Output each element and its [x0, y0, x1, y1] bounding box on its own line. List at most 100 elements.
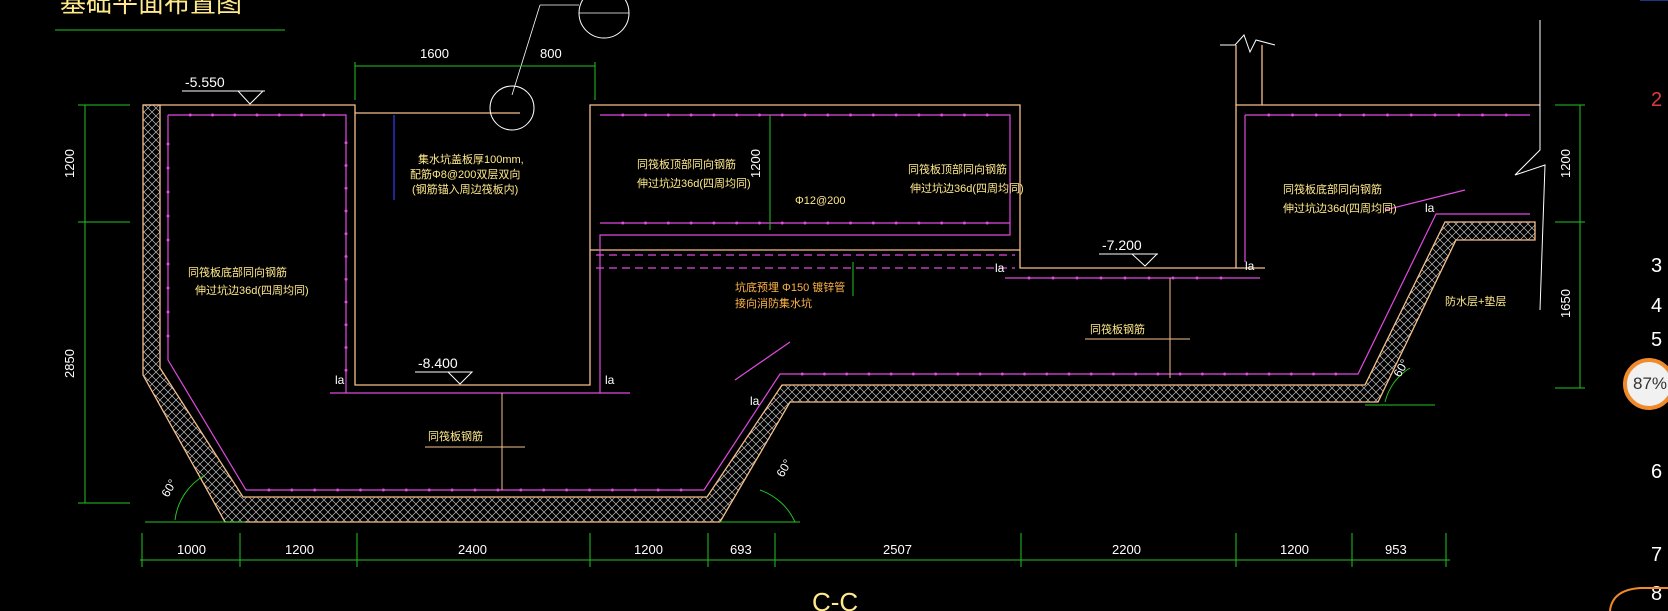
- sidebar-number-3[interactable]: 3: [1651, 255, 1662, 277]
- angle-label-mid: 60°: [773, 457, 794, 480]
- rebar-dot: [188, 113, 192, 117]
- note-rebar-tl-b: 伸过坑边36d(四周均同): [637, 176, 751, 190]
- rebar-dot: [917, 221, 921, 225]
- note-phi12: Φ12@200: [795, 195, 846, 207]
- rebar-dot: [712, 221, 716, 225]
- rebar-dot: [1134, 372, 1138, 376]
- rebar-dot: [1156, 372, 1160, 376]
- rebar-dot: [1045, 372, 1049, 376]
- rebar-dot: [290, 488, 294, 492]
- zoom-indicator[interactable]: 87%: [1623, 358, 1668, 410]
- rebar-dot: [1075, 276, 1079, 280]
- rebar-dot: [542, 488, 546, 492]
- rebar-dot: [1409, 113, 1413, 117]
- rebar-dot: [666, 221, 670, 225]
- rebar-dot: [1289, 372, 1293, 376]
- structure-outline-top: [143, 104, 1540, 386]
- note-pit-c: (钢筋锚入周边筏板内): [412, 182, 518, 196]
- svg-text:-5.550: -5.550: [185, 74, 225, 90]
- note-rebar-left-b: 伸过坑边36d(四周均同): [195, 283, 309, 297]
- rebar-dot: [735, 113, 739, 117]
- break-line-top: [1220, 34, 1276, 54]
- lap-label-6: la: [1425, 201, 1435, 215]
- angle-label-left: 60°: [158, 477, 179, 500]
- rebar-dot: [300, 113, 303, 117]
- zoom-value: 87%: [1633, 374, 1668, 393]
- drain-circle: [489, 85, 535, 131]
- rebar-dot: [166, 142, 170, 146]
- rebar-dot: [656, 488, 660, 492]
- note-rebar-right-a: 同筏板底部同向钢筋: [1283, 182, 1382, 196]
- rebar-dot: [344, 209, 348, 213]
- rebar-dot: [1245, 372, 1249, 376]
- rebar-dot: [849, 113, 853, 117]
- rebar-dot: [1291, 113, 1294, 117]
- rebar-dot: [803, 113, 807, 117]
- rebar-dot: [780, 113, 784, 117]
- rebar-dot: [1312, 372, 1316, 376]
- sidebar-number-4[interactable]: 4: [1651, 295, 1662, 317]
- rebar-dot: [1195, 276, 1199, 280]
- rebar-dot: [344, 164, 348, 167]
- rebar-dot: [233, 113, 237, 117]
- rebar-dot: [344, 232, 348, 236]
- rebar-dot: [780, 221, 784, 225]
- rebar-dot: [1171, 276, 1175, 280]
- rebar-dot: [644, 221, 648, 225]
- sidebar-number-2[interactable]: 2: [1651, 89, 1662, 111]
- sidebar-index: 2 3 4 5 6 7 8: [1640, 0, 1668, 605]
- rebar-dot: [166, 214, 170, 218]
- rebar-dot: [894, 113, 898, 117]
- dim-bottom-3: 2400: [458, 542, 487, 557]
- rebar-dot: [255, 113, 259, 117]
- rebar-dot: [621, 221, 625, 225]
- sidebar-number-8[interactable]: 8: [1651, 583, 1662, 605]
- sidebar-number-5[interactable]: 5: [1651, 329, 1662, 351]
- rebar-dot: [1023, 372, 1027, 376]
- dim-right-1650: 1650: [1558, 289, 1573, 318]
- rebar-dot: [1386, 113, 1389, 117]
- rebar-dot: [803, 221, 807, 225]
- rebar-dot: [1267, 113, 1271, 117]
- note-rebar-mid-a: 同筏板顶部同向钢筋: [908, 162, 1007, 176]
- rebar-dot: [610, 488, 614, 492]
- rebar-dot: [267, 488, 271, 492]
- rebar-dot: [344, 346, 348, 349]
- rebar-dot: [1089, 372, 1093, 376]
- rebar-dot: [845, 372, 849, 376]
- dim-bottom-4: 1200: [634, 542, 663, 557]
- rebar-dot: [1147, 276, 1151, 280]
- rebar-dot: [1178, 372, 1182, 376]
- rebar-dot: [962, 221, 966, 225]
- dim-bottom-6: 2507: [883, 542, 912, 557]
- rebar-dot: [894, 221, 898, 225]
- sidebar-number-7[interactable]: 7: [1651, 544, 1662, 566]
- rebar-dot: [277, 113, 281, 117]
- svg-text:-7.200: -7.200: [1102, 237, 1142, 253]
- rebar-dot: [1314, 113, 1318, 117]
- section-label: C-C: [812, 587, 858, 611]
- lap-label-2: la: [605, 373, 615, 387]
- rebar-dot: [666, 113, 670, 117]
- rebar-dot: [166, 310, 170, 314]
- sidebar-number-6[interactable]: 6: [1651, 461, 1662, 483]
- rebar-dot: [1338, 113, 1342, 117]
- rebar-dot: [166, 286, 170, 290]
- note-casing-a: 坑底预埋 Φ150 镀锌管: [735, 280, 845, 294]
- dim-left-2850: 2850: [62, 349, 77, 378]
- rebar-dot: [166, 238, 170, 242]
- rebar-dot: [871, 221, 875, 225]
- rebar-dot: [689, 221, 693, 225]
- rebar-dot: [633, 488, 637, 492]
- note-slab-rebar-right: 同筏板钢筋: [1090, 322, 1145, 336]
- rebar-dot: [917, 113, 921, 117]
- rebar-dot: [496, 488, 500, 492]
- note-slab-rebar-left: 同筏板钢筋: [428, 429, 483, 443]
- rebar-dot: [985, 221, 989, 225]
- rebar-dot: [313, 488, 317, 492]
- rebar-dot: [867, 372, 871, 376]
- note-pit-a: 集水坑盖板厚100mm,: [418, 152, 524, 166]
- rebar-dot: [1481, 113, 1484, 117]
- note-rebar-tl-a: 同筏板顶部同向钢筋: [637, 157, 736, 171]
